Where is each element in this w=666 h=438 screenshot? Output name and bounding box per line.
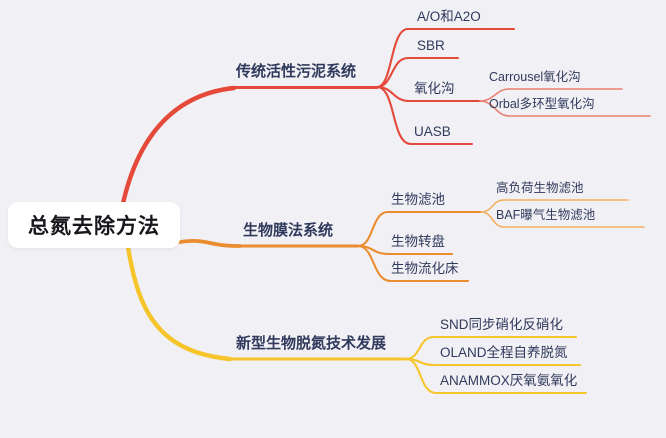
connector-orbal bbox=[479, 100, 651, 117]
branch-orange-trunk-line bbox=[178, 238, 242, 248]
connector-aoa2o bbox=[375, 27, 516, 89]
node-aoa2o[interactable]: A/O和A2O bbox=[417, 9, 481, 24]
branch-biofilm-system[interactable]: 生物膜法系统 bbox=[243, 222, 334, 239]
connector-baf-filter bbox=[480, 211, 645, 228]
root-node[interactable]: 总氮去除方法 bbox=[8, 202, 180, 248]
node-anammox[interactable]: ANAMMOX厌氧氨氧化 bbox=[440, 373, 578, 388]
node-orbal-ditch[interactable]: Orbal多环型氧化沟 bbox=[489, 97, 595, 111]
node-biodisc[interactable]: 生物转盘 bbox=[391, 234, 445, 249]
node-biofluidbed[interactable]: 生物流化床 bbox=[391, 261, 459, 276]
connector-uasb bbox=[375, 85, 474, 146]
branch-new-nitrogen-removal-tech[interactable]: 新型生物脱氮技术发展 bbox=[236, 335, 387, 352]
node-biofilter[interactable]: 生物滤池 bbox=[391, 192, 445, 207]
branch-red-trunk-line bbox=[119, 85, 237, 211]
node-baf-biofilter[interactable]: BAF曝气生物滤池 bbox=[496, 208, 596, 222]
node-oland[interactable]: OLAND全程自养脱氮 bbox=[440, 345, 568, 360]
branch-yellow-trunk-line bbox=[125, 244, 233, 362]
connector-biofluidbed bbox=[356, 244, 470, 283]
connector-biofilter bbox=[356, 210, 483, 248]
node-oxidation-ditch[interactable]: 氧化沟 bbox=[414, 81, 455, 96]
node-snd[interactable]: SND同步硝化反硝化 bbox=[440, 317, 564, 332]
node-sbr[interactable]: SBR bbox=[417, 38, 445, 53]
node-uasb[interactable]: UASB bbox=[414, 124, 451, 139]
connector-anammox bbox=[404, 357, 588, 395]
node-highload-biofilter[interactable]: 高负荷生物滤池 bbox=[496, 181, 584, 195]
connector-highload-filter bbox=[480, 199, 629, 213]
connector-sbr bbox=[375, 56, 460, 89]
node-carrousel-ditch[interactable]: Carrousel氧化沟 bbox=[489, 70, 581, 84]
branch-traditional-activated-sludge[interactable]: 传统活性污泥系统 bbox=[236, 63, 357, 80]
connector-carrousel bbox=[479, 88, 623, 102]
